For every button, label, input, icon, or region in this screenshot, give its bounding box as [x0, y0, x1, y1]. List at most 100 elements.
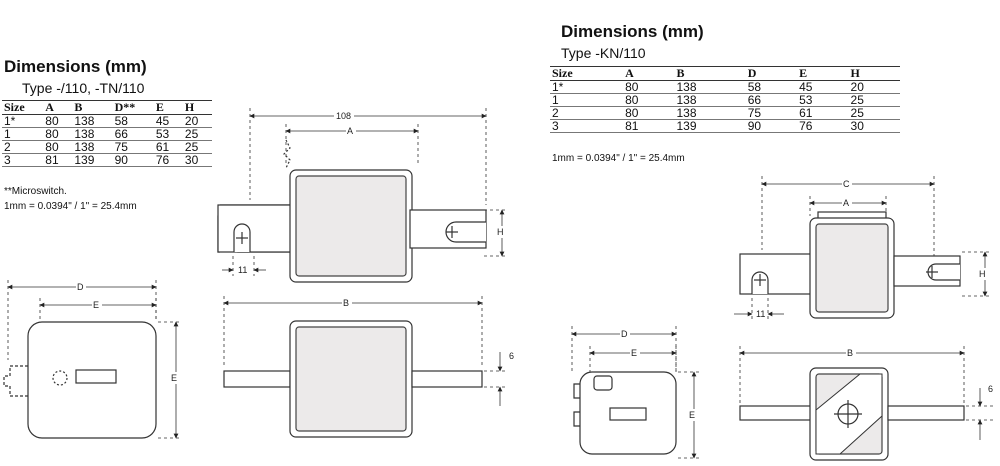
label-h: H: [979, 269, 986, 279]
label-b: B: [343, 298, 349, 308]
cell-e: 45: [797, 80, 849, 94]
cell-h: 20: [848, 80, 900, 94]
cell-a: 81: [43, 153, 73, 167]
cell-b: 138: [674, 80, 746, 94]
cell-d: 58: [112, 114, 154, 128]
cell-size: 1: [2, 127, 44, 141]
cell-e: 76: [797, 119, 849, 133]
left-footnote-conversion: 1mm = 0.0394" / 1" = 25.4mm: [4, 201, 137, 212]
cell-b: 138: [72, 127, 113, 141]
cell-a: 80: [43, 140, 73, 154]
cell-h: 25: [848, 106, 900, 120]
header-e: E: [153, 100, 183, 115]
cell-size: 3: [550, 119, 624, 133]
cell-h: 25: [182, 140, 212, 154]
cell-size: 2: [550, 106, 624, 120]
label-11: 11: [756, 309, 765, 319]
cell-b: 138: [674, 106, 746, 120]
label-h: H: [497, 227, 504, 237]
header-e: E: [797, 66, 849, 81]
cell-size: 1*: [550, 80, 624, 94]
cell-d: 66: [112, 127, 154, 141]
label-c: C: [843, 179, 850, 189]
cell-size: 1: [550, 93, 624, 107]
cell-b: 138: [72, 114, 113, 128]
label-6: 6: [988, 384, 993, 394]
label-a: A: [843, 198, 849, 208]
cell-e: 61: [797, 106, 849, 120]
left-fuse-top-view: [217, 139, 487, 283]
left-fuse-side-view: [223, 320, 483, 438]
left-fuse-end-view: [3, 321, 157, 439]
cell-e: 45: [153, 114, 183, 128]
cell-a: 80: [623, 93, 675, 107]
right-fuse-end-view: [573, 371, 677, 455]
label-e-side: E: [689, 410, 695, 420]
cell-a: 81: [623, 119, 675, 133]
header-h: H: [848, 66, 900, 81]
cell-d: 75: [745, 106, 798, 120]
cell-size: 3: [2, 153, 44, 167]
table-header-row: Size A B D** E H: [2, 100, 212, 115]
cell-a: 80: [43, 114, 73, 128]
label-e: E: [93, 300, 99, 310]
cell-d: 66: [745, 93, 798, 107]
cell-a: 80: [623, 106, 675, 120]
right-dimensions-title: Dimensions (mm): [561, 22, 704, 41]
cell-d: 58: [745, 80, 798, 94]
header-size: Size: [550, 66, 624, 81]
left-dimension-lines-side: [223, 296, 508, 406]
cell-e: 61: [153, 140, 183, 154]
right-footnote-conversion: 1mm = 0.0394" / 1" = 25.4mm: [552, 153, 685, 164]
label-e-side: E: [171, 373, 177, 383]
header-d: D: [745, 66, 798, 81]
cell-b: 138: [72, 140, 113, 154]
label-6: 6: [509, 351, 514, 361]
header-b: B: [72, 100, 113, 115]
right-fuse-top-view: [739, 211, 961, 319]
cell-h: 20: [182, 114, 212, 128]
header-a: A: [43, 100, 73, 115]
label-11: 11: [238, 265, 247, 275]
cell-b: 139: [674, 119, 746, 133]
cell-size: 1*: [2, 114, 44, 128]
cell-h: 30: [182, 153, 212, 167]
label-108: 108: [336, 111, 351, 121]
label-d: D: [77, 282, 84, 292]
left-dimension-lines-top: [222, 108, 508, 276]
header-b: B: [674, 66, 746, 81]
label-a: A: [347, 126, 353, 136]
cell-size: 2: [2, 140, 44, 154]
cell-h: 25: [848, 93, 900, 107]
label-b: B: [847, 348, 853, 358]
left-dimensions-title: Dimensions (mm): [4, 57, 147, 76]
header-h: H: [182, 100, 212, 115]
header-size: Size: [2, 100, 44, 115]
cell-e: 76: [153, 153, 183, 167]
cell-d: 90: [112, 153, 154, 167]
cell-a: 80: [623, 80, 675, 94]
cell-h: 30: [848, 119, 900, 133]
cell-h: 25: [182, 127, 212, 141]
dimension-labels: 108 A H 11 B 6 D E E C A H 11 D E E B 6: [76, 110, 993, 421]
cell-b: 138: [674, 93, 746, 107]
left-footnote-microswitch: **Microswitch.: [4, 186, 67, 197]
cell-d: 90: [745, 119, 798, 133]
left-type-subtitle: Type -/110, -TN/110: [22, 80, 145, 96]
cell-e: 53: [153, 127, 183, 141]
table-header-row: Size A B D E H: [550, 66, 900, 81]
cell-a: 80: [43, 127, 73, 141]
cell-b: 139: [72, 153, 113, 167]
label-d: D: [621, 329, 628, 339]
